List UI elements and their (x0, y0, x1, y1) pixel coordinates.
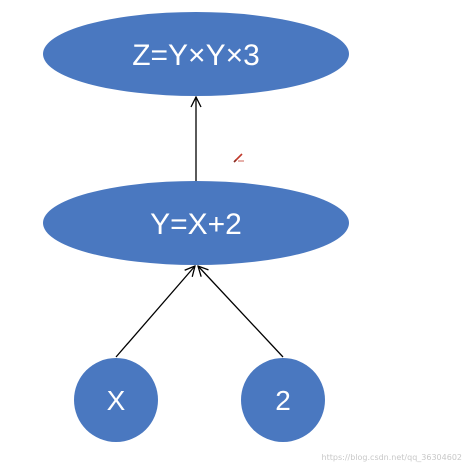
watermark-text: https://blog.csdn.net/qq_36304602 (322, 453, 462, 462)
node-input-x-circle (74, 358, 158, 442)
edge-two-to-middle (198, 266, 284, 358)
node-middle-label: Y=X+2 (150, 208, 242, 241)
node-input-x: X (74, 358, 158, 442)
node-middle-ellipse (43, 181, 349, 265)
edge-x-to-middle (115, 266, 195, 358)
node-input-x-label: X (107, 385, 126, 416)
node-middle-expression: Y=X+2 (43, 181, 349, 265)
node-top-label: Z=Y×Y×3 (132, 39, 260, 72)
node-input-two-label: 2 (275, 385, 291, 416)
node-top-ellipse (43, 12, 349, 96)
pen-cursor-icon (233, 153, 244, 163)
node-input-two: 2 (241, 358, 325, 442)
node-input-two-circle (241, 358, 325, 442)
node-top-expression: Z=Y×Y×3 (43, 12, 349, 96)
